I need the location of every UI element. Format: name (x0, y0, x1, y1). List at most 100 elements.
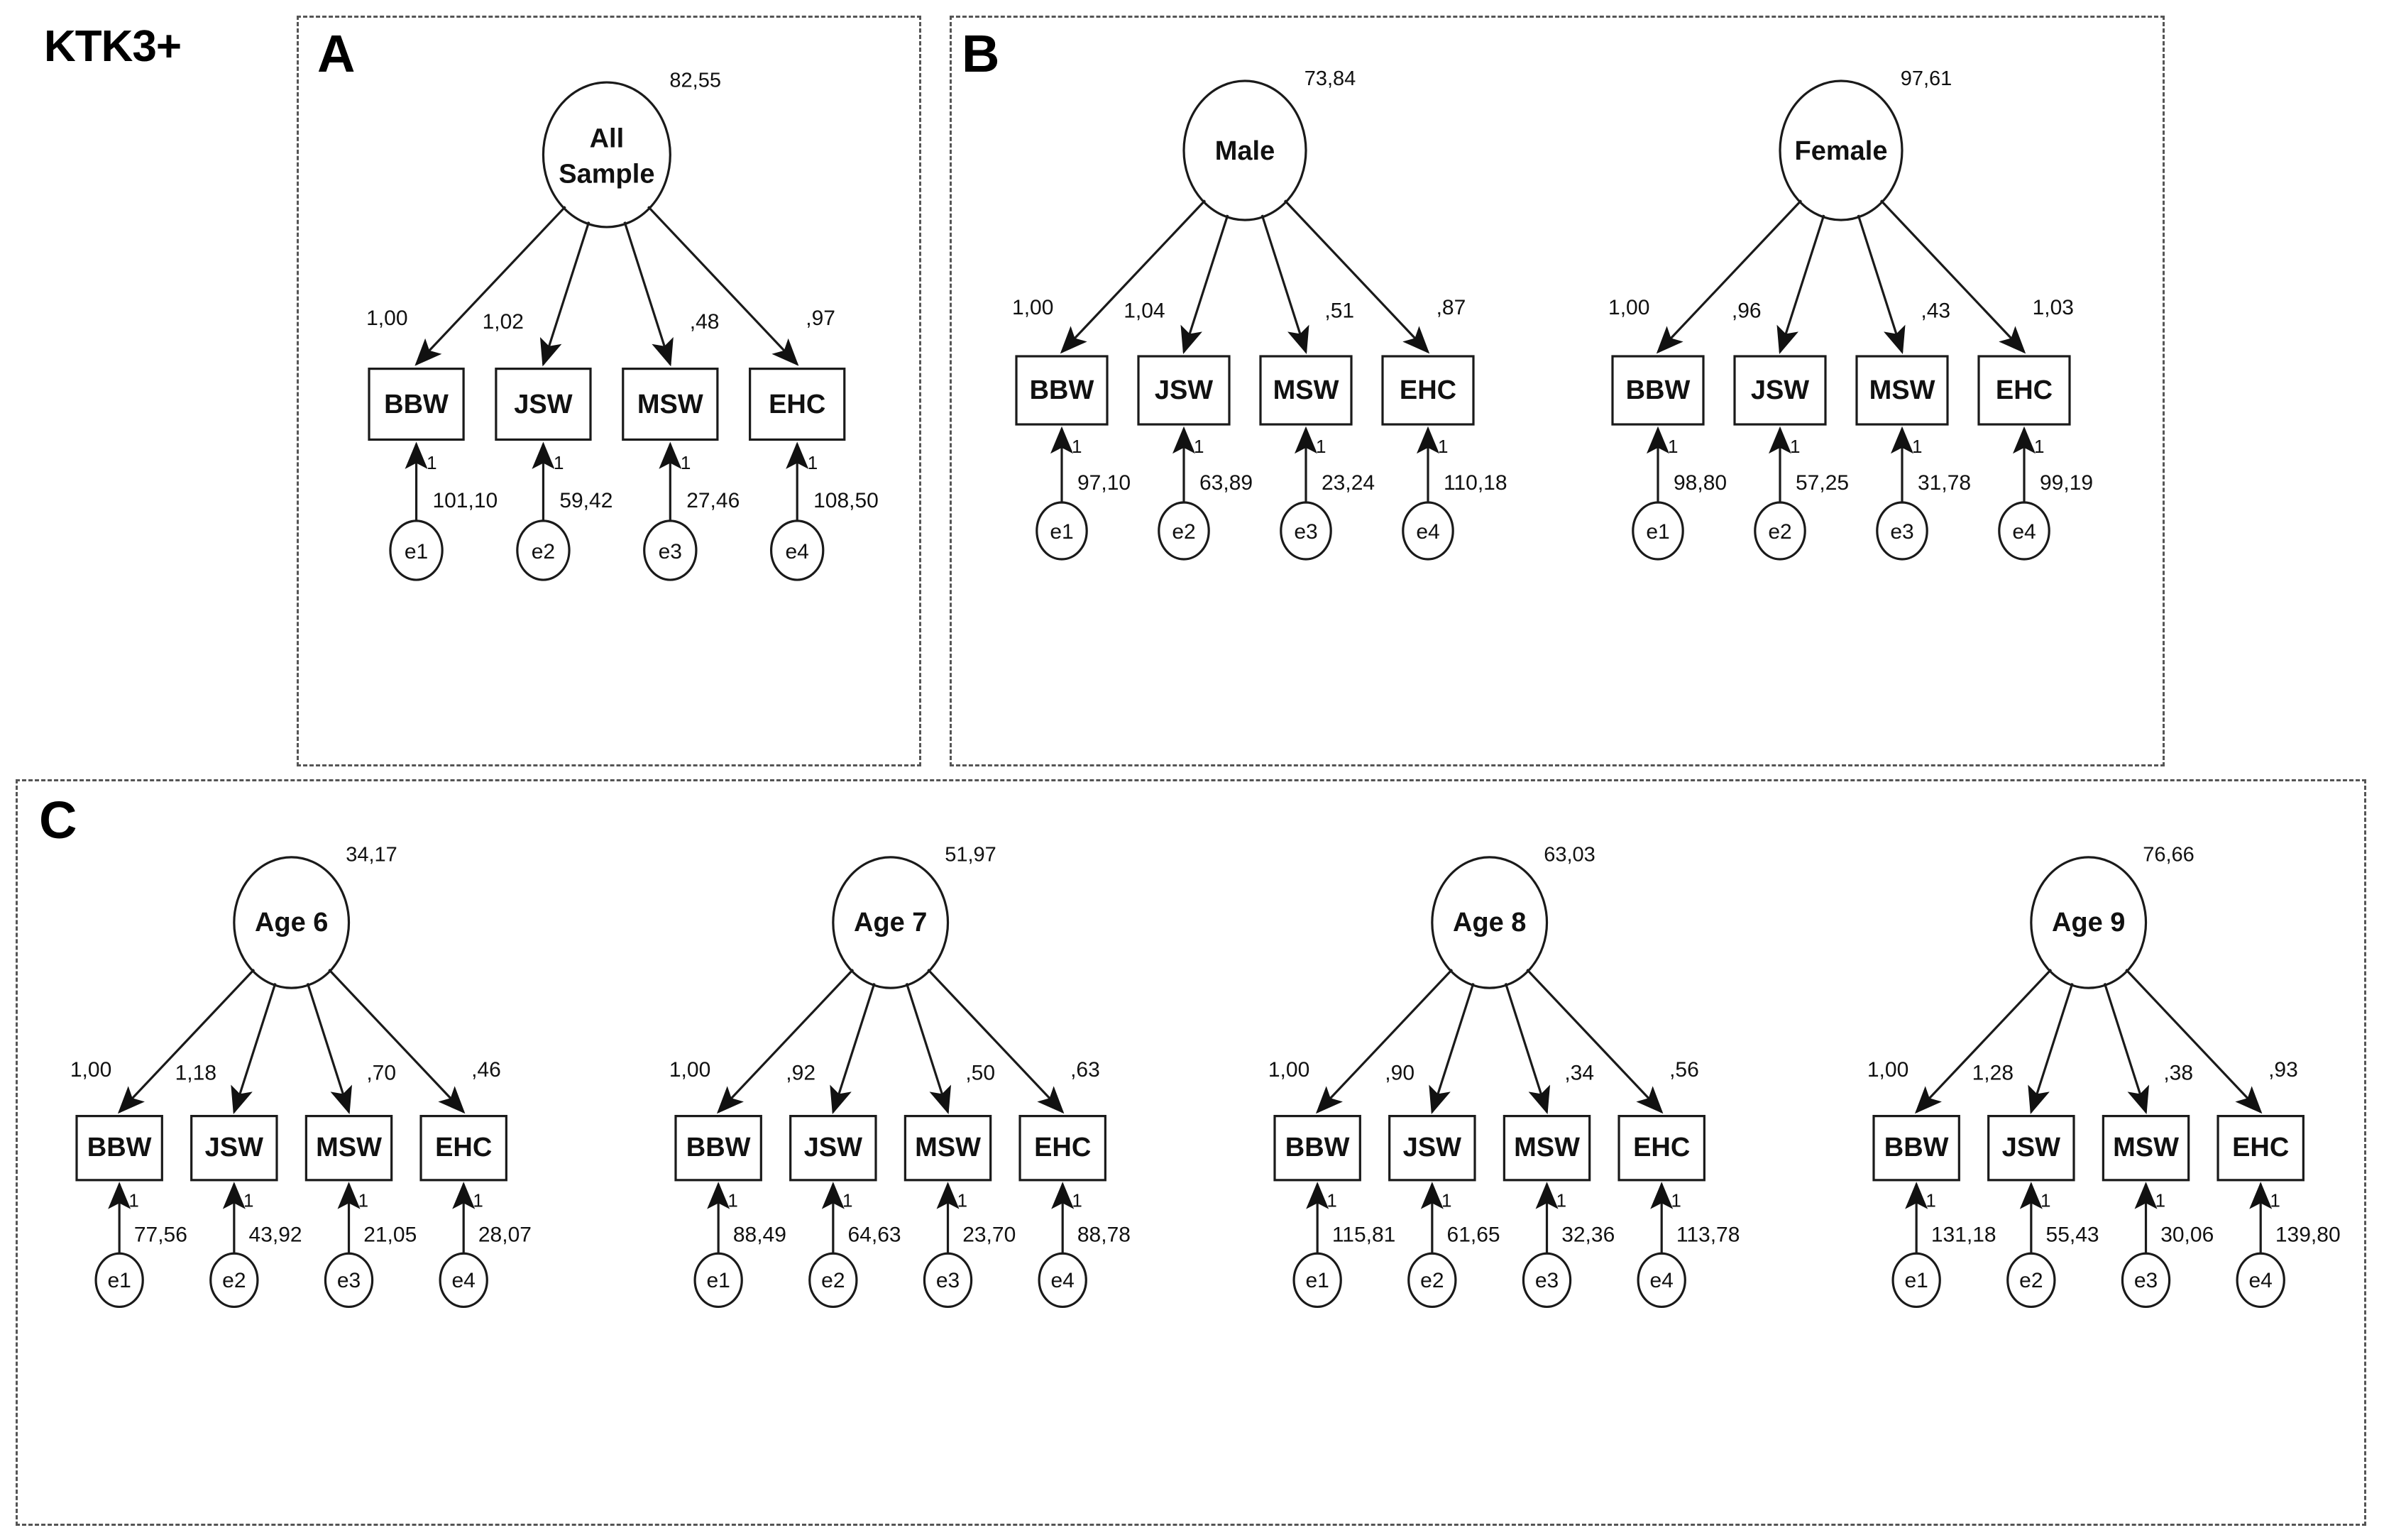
factor-loading-label: ,50 (965, 1061, 995, 1084)
factor-loading-path (1283, 199, 1430, 354)
indicator-label: EHC (1996, 375, 2053, 405)
indicator-box (903, 1114, 992, 1182)
error-variance-label: 21,05 (363, 1223, 417, 1246)
indicator-box (419, 1114, 507, 1182)
factor-loading-path (1656, 199, 1803, 354)
fixed-path-one-label: 1 (473, 1189, 483, 1211)
factor-loading-label: 1,00 (669, 1058, 710, 1082)
error-term-label: e3 (1294, 520, 1317, 544)
indicator-box (1259, 355, 1353, 426)
indicator-box (1872, 1114, 1960, 1182)
indicator-box (1503, 1114, 1591, 1182)
factor-loading-label: ,48 (690, 310, 720, 334)
indicator-label: JSW (1403, 1133, 1461, 1162)
factor-loading-path (927, 969, 1065, 1114)
factor-loading-path (2028, 983, 2074, 1115)
factor-loading-label: ,46 (471, 1058, 501, 1082)
indicator-box (674, 1114, 762, 1182)
factor-loading-label: 1,04 (1124, 299, 1165, 323)
error-term-label: e1 (1904, 1269, 1928, 1292)
indicator-box (495, 367, 592, 441)
fixed-path-one-label: 1 (1072, 1189, 1082, 1211)
indicator-box (1611, 355, 1705, 426)
factor-loading-label: 1,02 (483, 310, 524, 334)
error-variance-label: 88,78 (1077, 1223, 1131, 1246)
factor-loading-path (1914, 969, 2053, 1114)
error-term-label: e1 (107, 1269, 131, 1292)
factor-loading-path (1260, 214, 1309, 355)
factor-loading-path (231, 983, 277, 1115)
error-variance-label: 99,19 (2040, 471, 2093, 495)
factor-loading-path (1504, 983, 1551, 1115)
indicator-label: MSW (1514, 1133, 1580, 1162)
fixed-path-one-label: 1 (1438, 436, 1448, 457)
error-term-label: e4 (1650, 1269, 1674, 1292)
latent-factor-ellipse (233, 856, 351, 989)
factor-loading-path (1857, 214, 1906, 355)
error-variance-label: 108,50 (813, 489, 879, 512)
error-variance-label: 64,63 (848, 1223, 901, 1246)
latent-factor-label: Female (1795, 136, 1888, 166)
latent-factor-ellipse (832, 856, 950, 989)
error-term-label: e2 (1768, 520, 1791, 544)
factor-loading-label: 1,00 (366, 307, 407, 330)
factor-loading-path (414, 206, 566, 366)
indicator-box (368, 367, 465, 441)
latent-factor-label: Age 8 (1453, 908, 1526, 937)
error-variance-label: 88,49 (733, 1223, 786, 1246)
fixed-path-one-label: 1 (1194, 436, 1204, 457)
error-variance-label: 31,78 (1918, 471, 1971, 495)
indicator-label: EHC (1633, 1133, 1690, 1162)
error-term-label: e1 (1050, 520, 1073, 544)
error-term-label: e3 (936, 1269, 960, 1292)
indicator-label: BBW (1030, 375, 1094, 405)
panel-c: C (16, 779, 2366, 1526)
factor-variance-label: 82,55 (669, 69, 721, 92)
error-variance-label: 115,81 (1332, 1223, 1396, 1246)
fixed-path-one-label: 1 (427, 452, 436, 473)
error-variance-label: 57,25 (1796, 471, 1849, 495)
factor-loading-label: 1,00 (70, 1058, 111, 1082)
error-term-label: e2 (821, 1269, 845, 1292)
latent-factor-ellipse (2030, 856, 2148, 989)
error-variance-label: 59,42 (559, 489, 613, 512)
factor-loading-path (1429, 983, 1475, 1115)
error-term-label: e2 (1172, 520, 1195, 544)
factor-loading-label: ,93 (2268, 1058, 2298, 1082)
indicator-box (749, 367, 846, 441)
error-variance-label: 30,06 (2160, 1223, 2214, 1246)
error-term-label: e4 (452, 1269, 476, 1292)
fixed-path-one-label: 1 (1441, 1189, 1451, 1211)
fixed-path-one-label: 1 (1316, 436, 1326, 457)
error-variance-label: 101,10 (432, 489, 498, 512)
factor-loading-label: ,87 (1437, 296, 1466, 319)
fixed-path-one-label: 1 (2034, 436, 2044, 457)
indicator-label: MSW (316, 1133, 382, 1162)
error-term-label: e1 (1305, 1269, 1329, 1292)
error-variance-label: 77,56 (134, 1223, 187, 1246)
fixed-path-one-label: 1 (957, 1189, 967, 1211)
factor-loading-path (306, 983, 353, 1115)
error-variance-label: 28,07 (478, 1223, 532, 1246)
indicator-label: BBW (1626, 375, 1691, 405)
indicator-label: BBW (384, 390, 449, 419)
indicator-label: BBW (87, 1133, 152, 1162)
panel-letter-c: C (39, 791, 77, 849)
indicator-label: BBW (686, 1133, 751, 1162)
indicator-box (1987, 1114, 2075, 1182)
error-term-label: e2 (222, 1269, 246, 1292)
indicator-label: MSW (637, 390, 703, 419)
error-term-label: e2 (1420, 1269, 1444, 1292)
panel-letter-a: A (317, 24, 356, 83)
indicator-box (1977, 355, 2071, 426)
error-variance-label: 61,65 (1447, 1223, 1500, 1246)
factor-loading-label: ,56 (1669, 1058, 1699, 1082)
error-variance-label: 27,46 (686, 489, 740, 512)
indicator-box (1733, 355, 1827, 426)
error-term-label: e2 (532, 540, 555, 563)
error-term-label: e3 (337, 1269, 361, 1292)
indicator-box (304, 1114, 393, 1182)
indicator-box (1381, 355, 1475, 426)
fixed-path-one-label: 1 (1671, 1189, 1681, 1211)
